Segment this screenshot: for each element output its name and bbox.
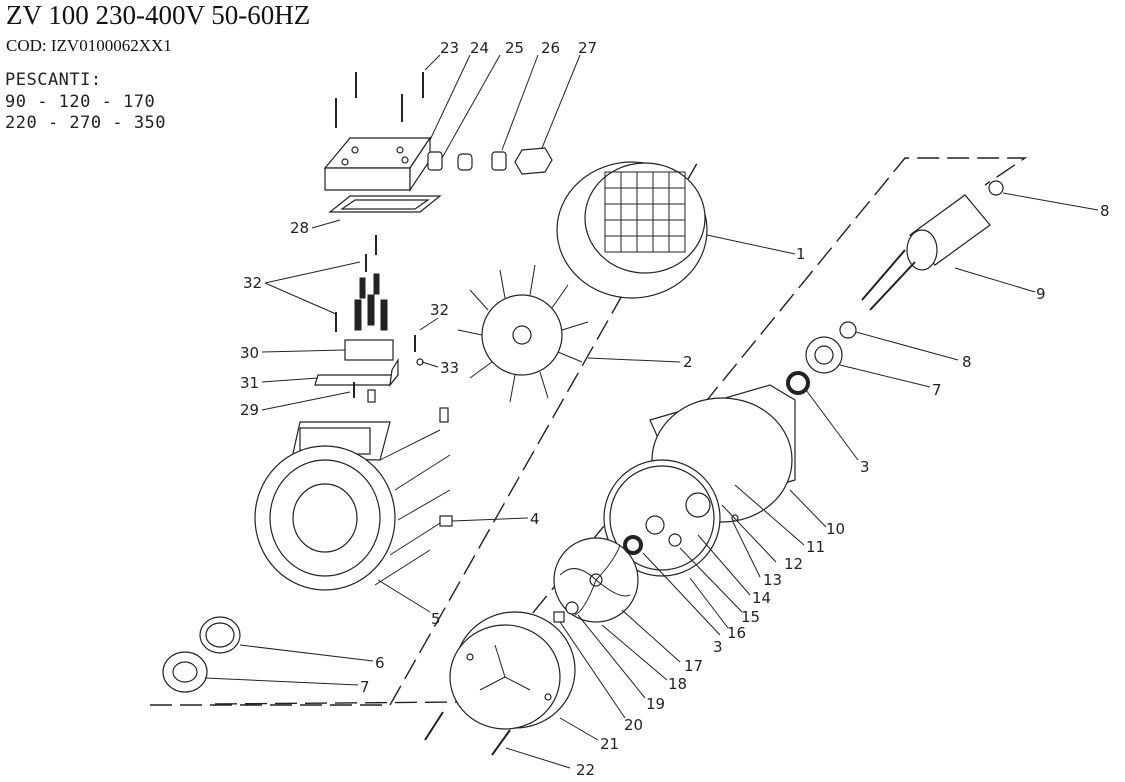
callout-17: 17 bbox=[684, 657, 703, 675]
callout-10: 10 bbox=[826, 520, 845, 538]
callout-15: 15 bbox=[741, 608, 760, 626]
pescanti-values-line2: 220 - 270 - 350 bbox=[5, 113, 167, 133]
terminal-bracket bbox=[314, 357, 400, 403]
product-code: COD: IZV0100062XX1 bbox=[6, 36, 172, 55]
callout-11: 11 bbox=[806, 538, 825, 556]
terminal-block bbox=[335, 235, 394, 361]
callout-26: 26 bbox=[541, 39, 560, 57]
terminal-box-gasket bbox=[328, 195, 442, 213]
impeller-washer bbox=[565, 601, 579, 615]
callout-32b: 32 bbox=[430, 301, 449, 319]
callout-labels: 1 2 3 3 4 5 6 7 7 7 8 8 9 10 11 12 13 14… bbox=[240, 39, 1110, 779]
callout-2: 2 bbox=[683, 353, 693, 371]
callout-19: 19 bbox=[646, 695, 665, 713]
callout-33: 33 bbox=[440, 359, 459, 377]
callout-30: 30 bbox=[240, 344, 259, 362]
leader-lines bbox=[204, 54, 1099, 769]
cover-screws bbox=[335, 72, 424, 128]
callout-25: 25 bbox=[505, 39, 524, 57]
callout-13: 13 bbox=[763, 571, 782, 589]
motor-frame bbox=[254, 407, 453, 591]
callout-1: 1 bbox=[796, 245, 806, 263]
callout-9: 9 bbox=[1036, 285, 1046, 303]
pump-cover bbox=[449, 611, 576, 730]
callout-14: 14 bbox=[752, 589, 771, 607]
assembly-axis-lines bbox=[150, 157, 1028, 706]
pescanti-label: PESCANTI: bbox=[5, 70, 102, 90]
callout-16: 16 bbox=[727, 624, 746, 642]
callout-21: 21 bbox=[600, 735, 619, 753]
callout-24: 24 bbox=[470, 39, 489, 57]
pescanti-values-line1: 90 - 120 - 170 bbox=[5, 92, 156, 112]
diagram-title: ZV 100 230-400V 50-60HZ bbox=[6, 0, 311, 30]
impeller bbox=[553, 537, 639, 623]
callout-22: 22 bbox=[576, 761, 595, 779]
cable-gland-parts bbox=[427, 147, 553, 175]
front-bearing bbox=[162, 651, 208, 693]
callout-7a: 7 bbox=[360, 678, 370, 696]
callout-12: 12 bbox=[784, 555, 803, 573]
callout-8b: 8 bbox=[962, 353, 972, 371]
callout-3b: 3 bbox=[713, 638, 723, 656]
rear-oil-seal bbox=[786, 371, 810, 395]
callout-7b: 7 bbox=[932, 381, 942, 399]
callout-4: 4 bbox=[530, 510, 540, 528]
rotor-shaft bbox=[839, 180, 1004, 339]
callout-20: 20 bbox=[624, 716, 643, 734]
front-bearing-seal bbox=[199, 616, 241, 654]
callout-31: 31 bbox=[240, 374, 259, 392]
rear-bearing bbox=[805, 336, 843, 374]
terminal-box-cover bbox=[323, 136, 432, 192]
cover-bolts bbox=[424, 711, 511, 756]
front-oil-seal bbox=[623, 535, 643, 555]
impeller-nut bbox=[553, 611, 565, 623]
callout-5: 5 bbox=[431, 610, 441, 628]
callout-8a: 8 bbox=[1100, 202, 1110, 220]
callout-28: 28 bbox=[290, 219, 309, 237]
callout-3a: 3 bbox=[860, 458, 870, 476]
callout-29: 29 bbox=[240, 401, 259, 419]
callout-18: 18 bbox=[668, 675, 687, 693]
callout-6: 6 bbox=[375, 654, 385, 672]
cooling-fan bbox=[457, 264, 589, 403]
fan-cover bbox=[556, 161, 708, 299]
callout-23: 23 bbox=[440, 39, 459, 57]
callout-32a: 32 bbox=[243, 274, 262, 292]
callout-27: 27 bbox=[578, 39, 597, 57]
